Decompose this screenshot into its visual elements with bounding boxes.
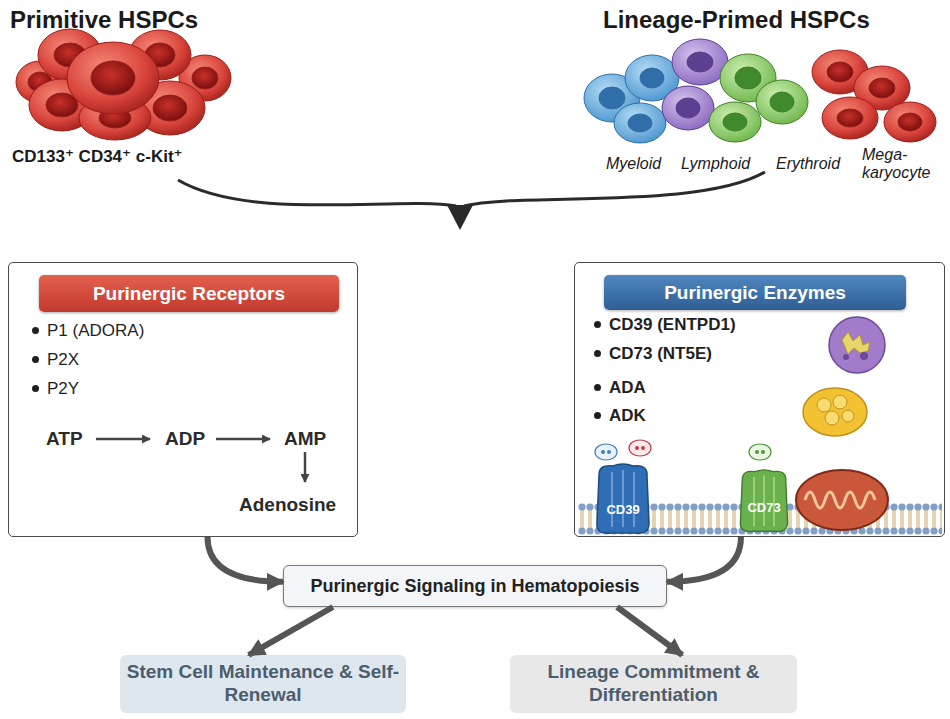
lineage-label: Myeloid xyxy=(606,155,661,173)
flow-arrow xyxy=(249,607,333,655)
metabolite-label: Adenosine xyxy=(239,494,336,516)
lineage-label: Mega- karyocyte xyxy=(862,146,948,183)
panel-box: P1 (ADORA) P2X P2Y ATP ADP AMP Adenosine Purine… xyxy=(8,262,358,537)
outcome-box: Lineage Commitment & Differentiation xyxy=(510,655,797,713)
bullet-item: P2Y xyxy=(31,379,79,399)
bullet-item: P1 (ADORA) xyxy=(31,321,144,341)
metabolite-label: ATP xyxy=(46,428,83,450)
lineage-label: Erythroid xyxy=(776,155,840,173)
node-text: CD39 xyxy=(606,502,639,535)
metabolite-label: AMP xyxy=(284,428,326,450)
membrane-protein: CD73 xyxy=(735,469,793,533)
node-text: Purinergic Signaling in Hematopoiesis xyxy=(310,576,639,597)
outcome-box: Stem Cell Maintenance & Self-Renewal xyxy=(120,655,406,713)
enzyme-illustration xyxy=(578,317,942,535)
node-text: CD73 xyxy=(747,500,780,533)
header-banner: Purinergic Enzymes xyxy=(604,275,906,310)
bullet-item: CD73 (NT5E) xyxy=(593,344,712,364)
metabolite-label: ADP xyxy=(165,428,205,450)
primitive-cells xyxy=(16,29,231,140)
hub-box: Purinergic Signaling in Hematopoiesis xyxy=(283,565,667,607)
header-banner: Purinergic Receptors xyxy=(39,275,339,312)
node-text: Stem Cell Maintenance & Self-Renewal xyxy=(120,661,406,707)
lineage-label: Lymphoid xyxy=(681,155,750,173)
group-title: Primitive HSPCs xyxy=(10,6,198,34)
membrane-protein: CD39 xyxy=(591,463,655,535)
flow-arrow xyxy=(617,607,682,655)
marker-label: CD133⁺ CD34⁺ c-Kit⁺ xyxy=(12,146,183,167)
lineage-cells xyxy=(584,39,936,143)
merge-arrow xyxy=(178,172,765,230)
flow-arrow xyxy=(667,537,741,582)
flow-arrow xyxy=(208,537,284,582)
group-title: Lineage-Primed HSPCs xyxy=(603,6,870,34)
bullet-item: CD39 (ENTPD1) xyxy=(593,315,736,335)
node-text: Purinergic Enzymes xyxy=(664,282,846,304)
node-text: Purinergic Receptors xyxy=(93,283,285,305)
panel-box: CD39 (ENTPD1) CD73 (NT5E) ADA ADK Purinergic… xyxy=(574,262,945,537)
protein-shape xyxy=(591,463,655,535)
bullet-item: ADK xyxy=(593,406,646,426)
bullet-item: P2X xyxy=(31,350,79,370)
bullet-item: ADA xyxy=(593,378,646,398)
node-text: Lineage Commitment & Differentiation xyxy=(510,661,797,707)
